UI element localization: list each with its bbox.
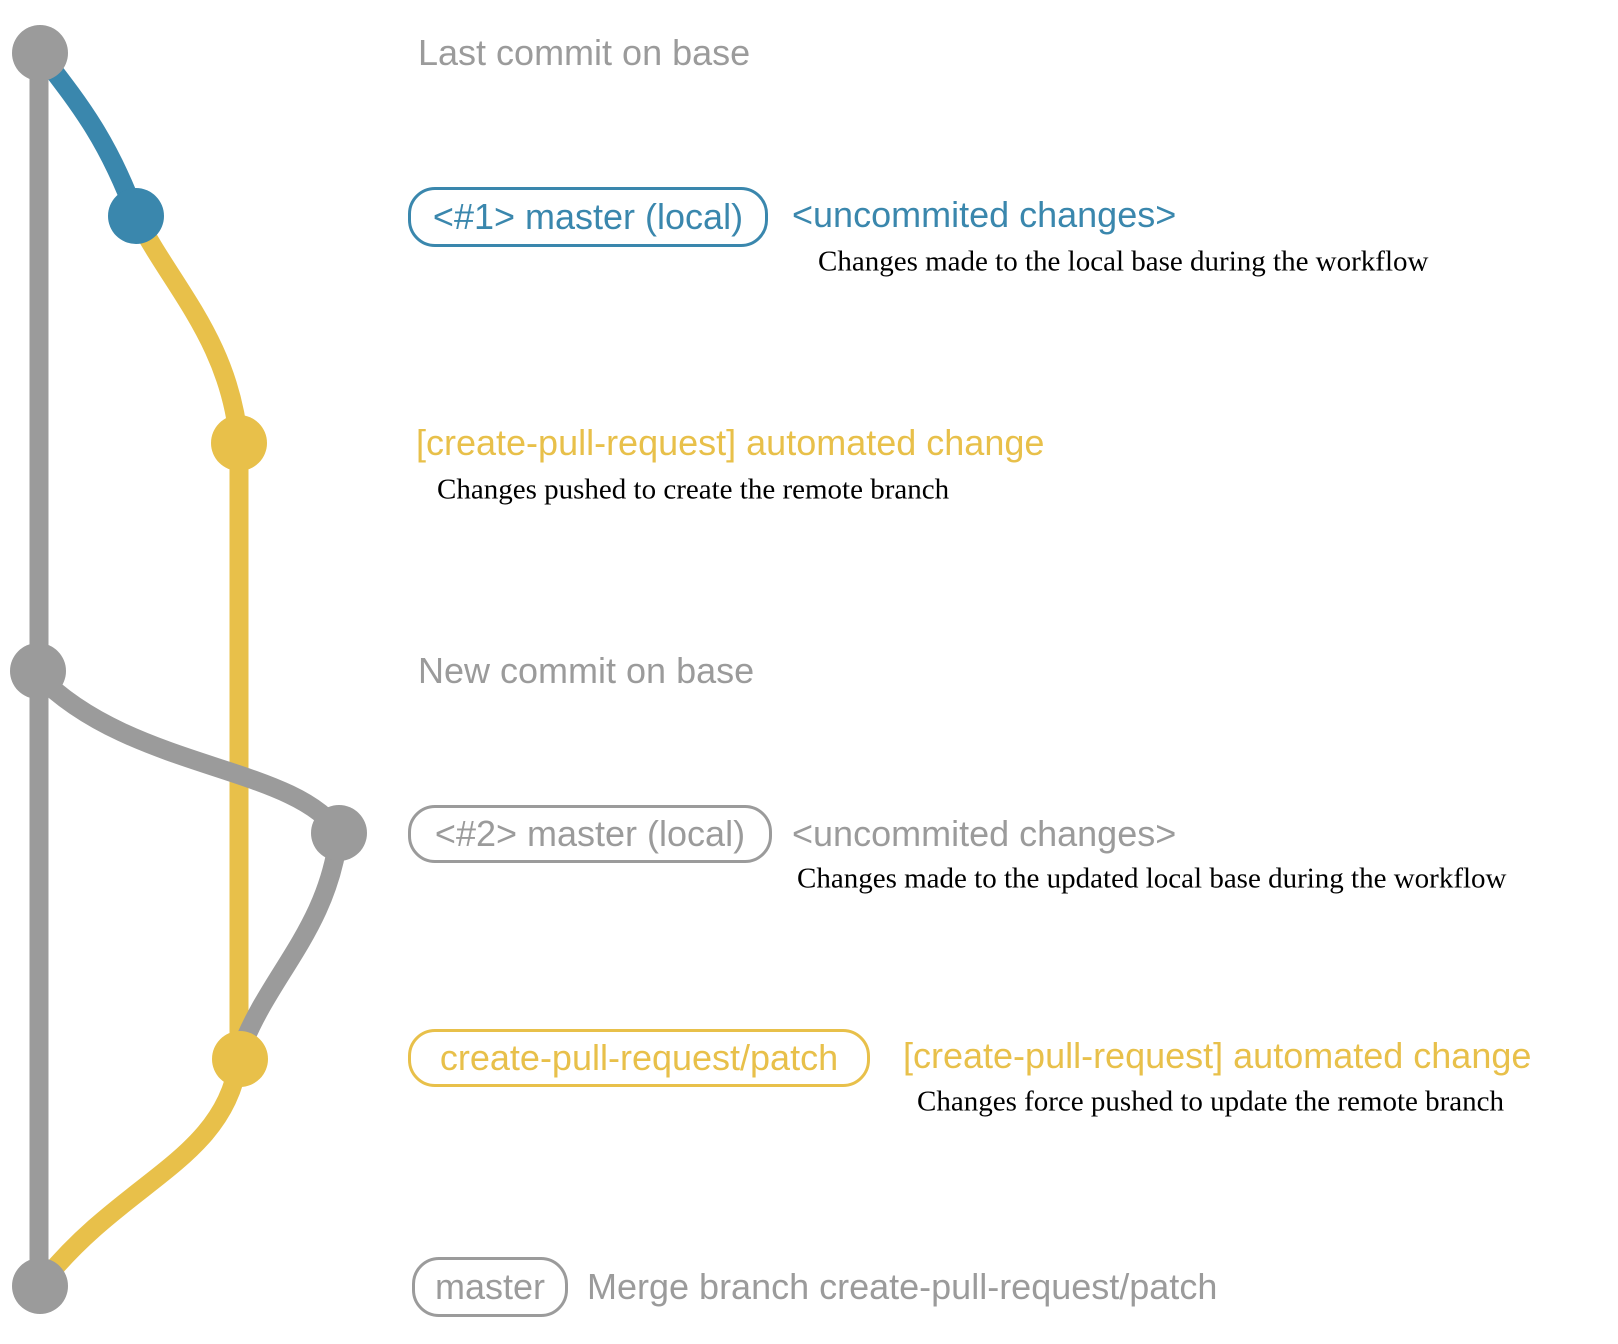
badge-master-local-2: <#2> master (local) [408,805,772,863]
label-last-commit-on-base: Last commit on base [418,32,751,73]
message-uncommited-changes-1: <uncommited changes> [792,194,1177,235]
message-automated-change-2: [create-pull-request] automated change [903,1035,1532,1076]
commit-dot-local-1 [108,188,164,244]
label-new-commit-on-base: New commit on base [418,650,755,691]
badge-create-pull-request-patch: create-pull-request/patch [408,1029,870,1087]
message-uncommited-changes-2: <uncommited changes> [792,813,1177,854]
caption-local-base-changes-2: Changes made to the updated local base d… [797,862,1507,895]
caption-force-pushed: Changes force pushed to update the remot… [917,1085,1505,1118]
badge-master-text: master [434,1266,546,1307]
message-automated-change-1: [create-pull-request] automated change [416,422,1045,463]
badge-master-local-1: <#1> master (local) [408,187,768,247]
commit-dot-patch-1 [211,415,267,471]
caption-pushed-to-create: Changes pushed to create the remote bran… [437,473,950,506]
commit-dot-last-base [12,25,68,81]
message-merge-branch: Merge branch create-pull-request/patch [587,1266,1218,1307]
badge-create-pull-request-patch-text: create-pull-request/patch [439,1037,839,1078]
commit-dot-patch-2 [212,1031,268,1087]
commit-dot-local-2 [311,805,367,861]
updated-local-branch-line [28,665,349,1062]
commit-dot-new-base [10,643,66,699]
badge-master-local-2-text: <#2> master (local) [434,813,746,854]
badge-master-local-1-text: <#1> master (local) [432,196,744,237]
commit-dot-merge [12,1258,68,1314]
local-branch-line [30,43,146,226]
caption-local-base-changes-1: Changes made to the local base during th… [818,245,1429,278]
badge-master: master [412,1257,568,1317]
